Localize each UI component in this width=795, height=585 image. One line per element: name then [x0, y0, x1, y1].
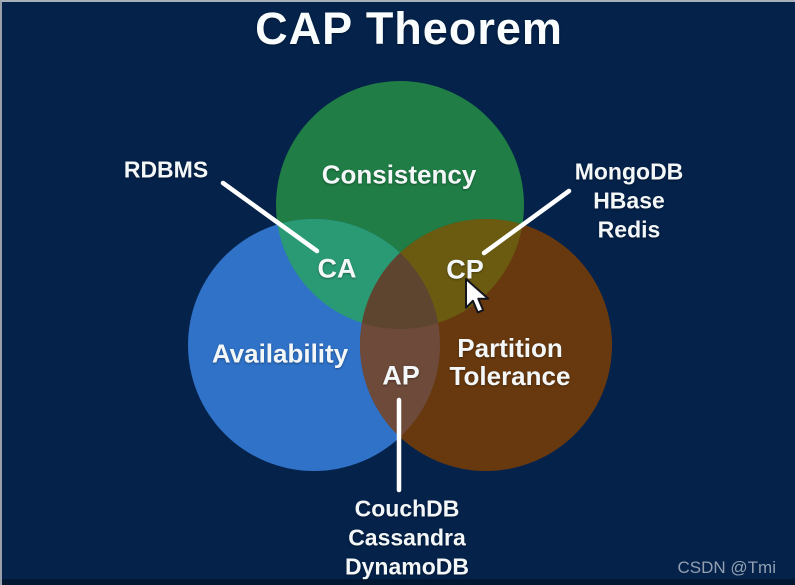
ca-overlap-region — [276, 219, 440, 329]
mouse-cursor-icon — [465, 278, 490, 314]
cp-system-item: MongoDB — [574, 158, 684, 185]
cp-overlap-label: CP — [446, 254, 484, 285]
ca-system-item: RDBMS — [123, 156, 209, 183]
ap-overlap-label: AP — [382, 360, 420, 391]
ap-systems-annotation: CouchDB Cassandra DynamoDB — [345, 495, 469, 582]
ap-system-item: DynamoDB — [345, 553, 469, 580]
availability-label: Availability — [211, 338, 349, 369]
ca-pointer-line — [220, 180, 320, 254]
bottom-edge-strip — [2, 579, 795, 585]
cp-overlap-region — [360, 219, 524, 329]
ap-system-item: Cassandra — [348, 524, 466, 551]
watermark: CSDN @Tmi — [677, 558, 776, 577]
ca-overlap-label: CA — [317, 253, 357, 284]
cp-pointer-line — [481, 188, 572, 256]
cp-system-item: HBase — [593, 187, 665, 214]
partition-tolerance-label: Partition Tolerance — [449, 333, 571, 391]
cp-systems-annotation: MongoDB HBase Redis — [575, 158, 684, 245]
consistency-label: Consistency — [321, 159, 477, 190]
page-title: CAP Theorem — [255, 3, 563, 54]
ap-system-item: CouchDB — [354, 495, 460, 522]
ca-systems-annotation: RDBMS — [124, 156, 208, 185]
cp-system-item: Redis — [597, 216, 661, 243]
